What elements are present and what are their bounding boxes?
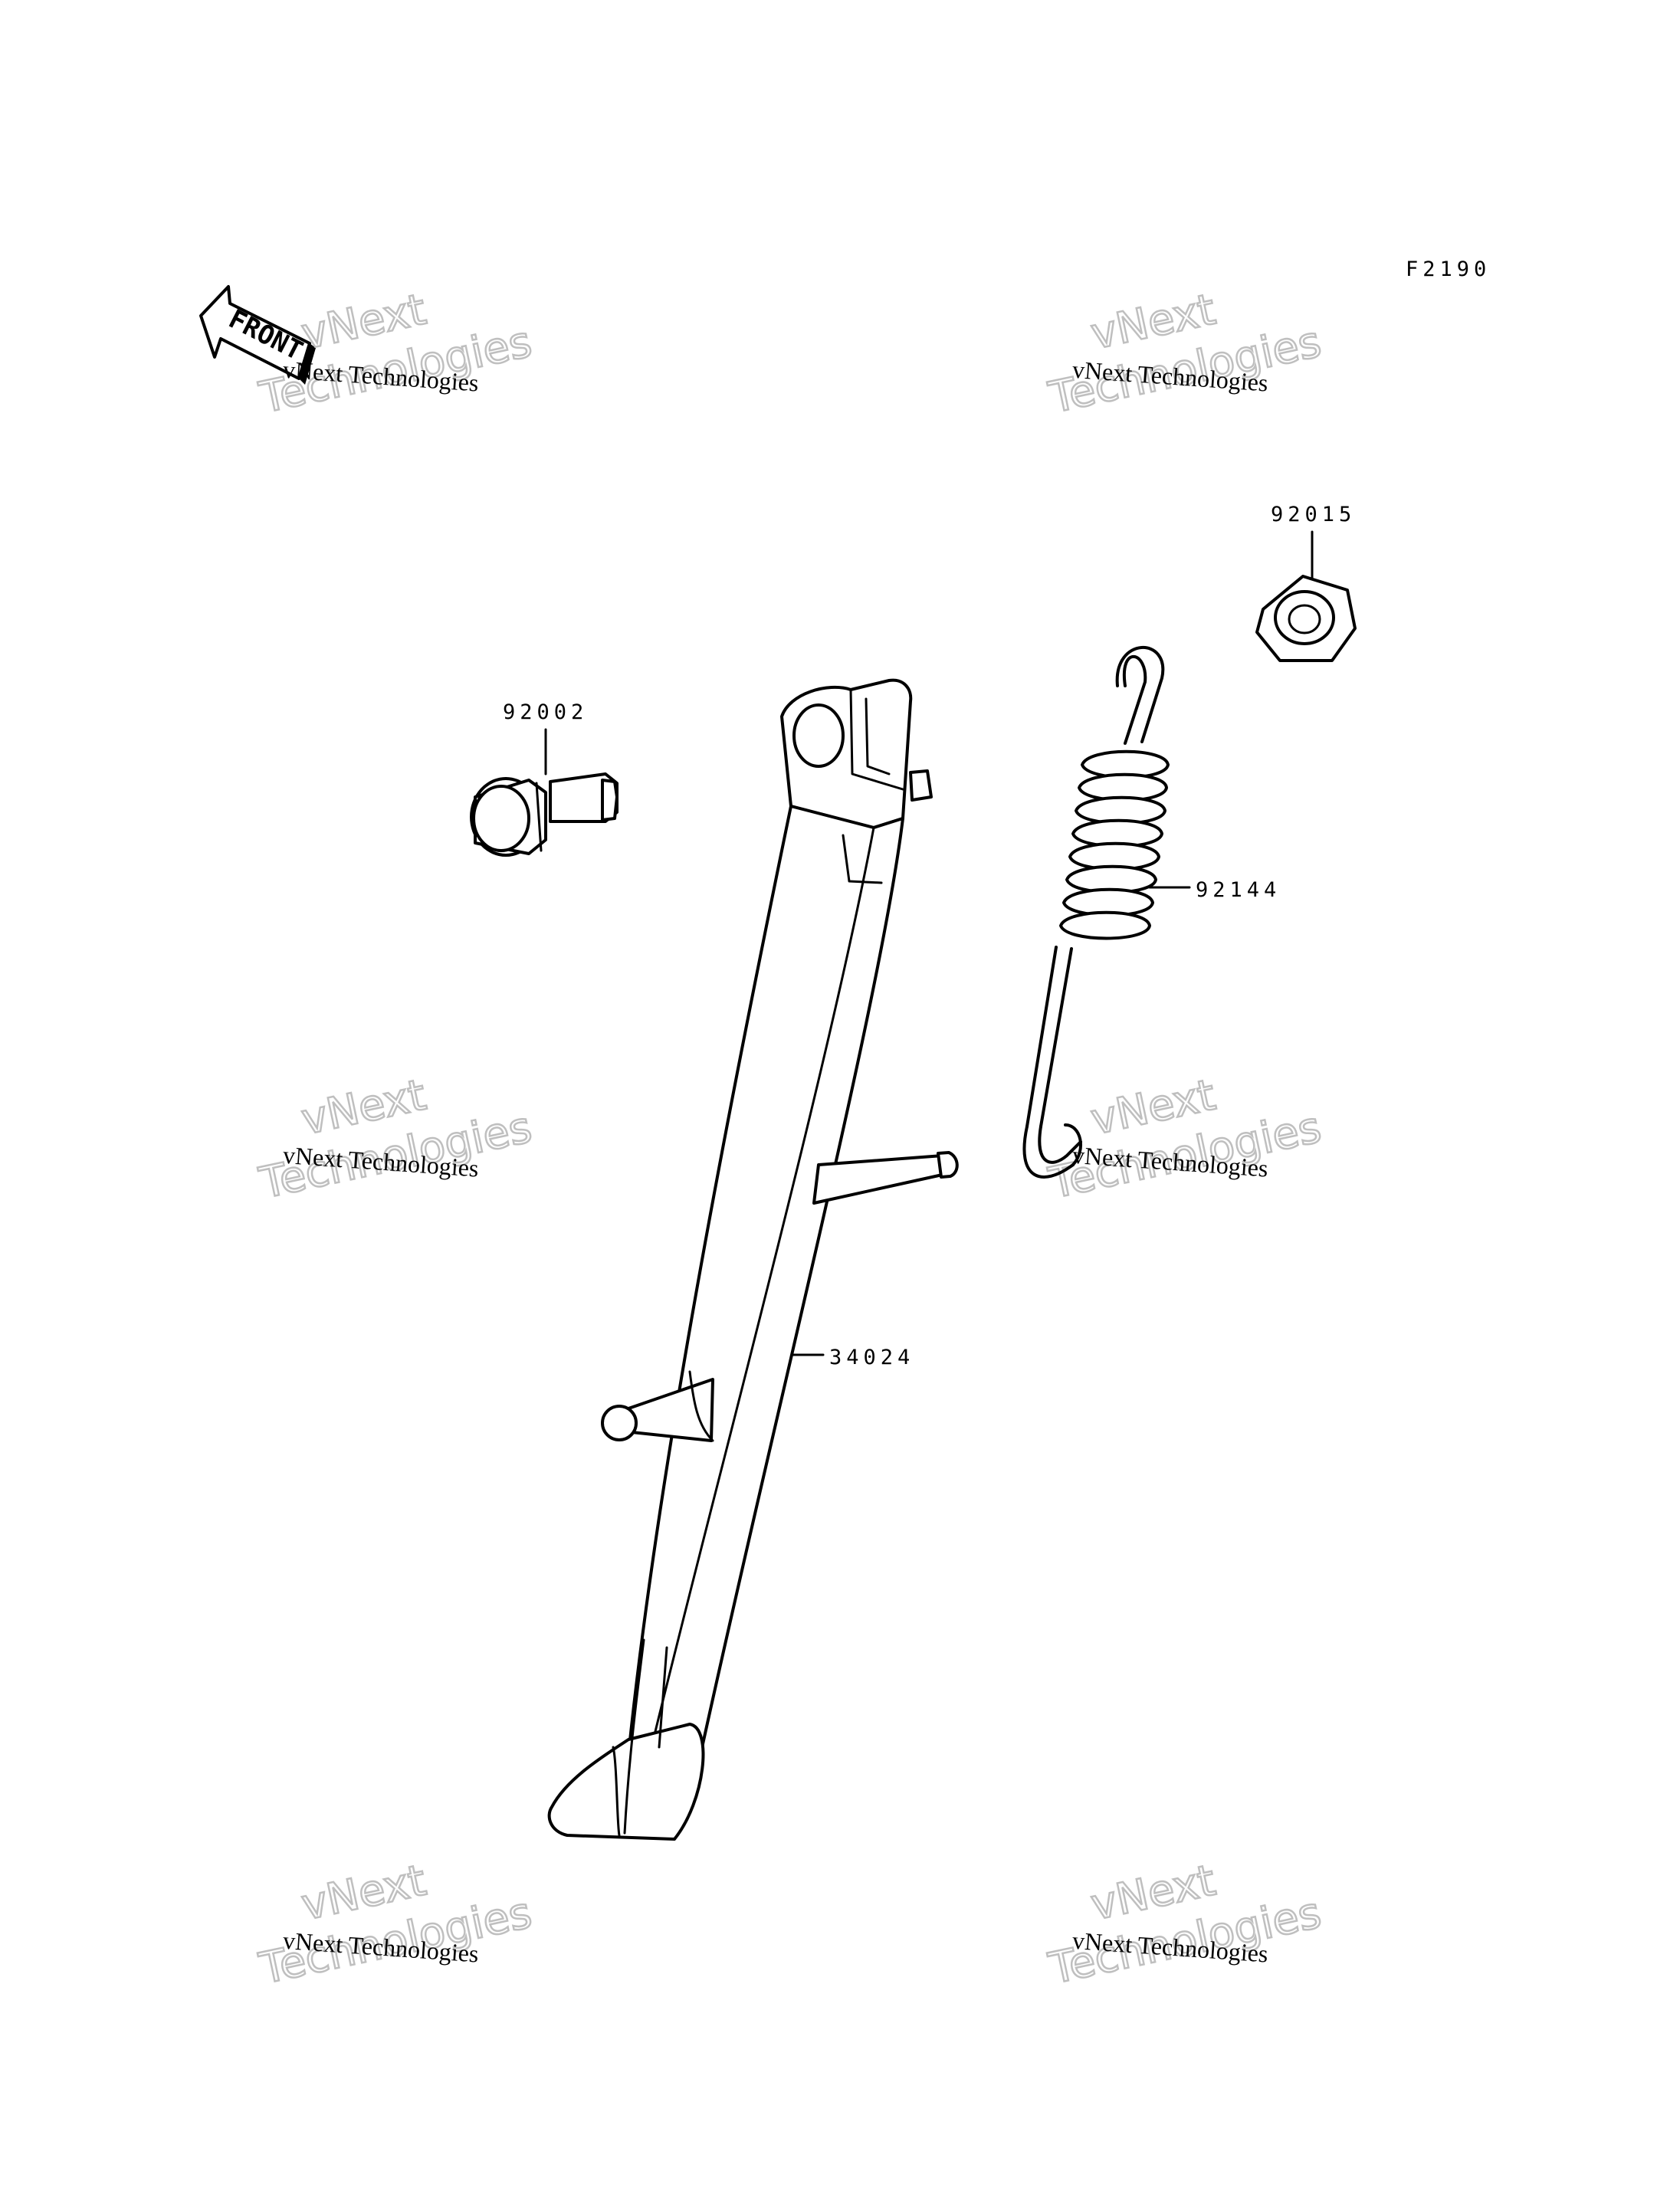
part-bolt: 92002 bbox=[470, 700, 619, 857]
watermark-mid-right: vNext Technologies vNext Technologies bbox=[1044, 1069, 1327, 1209]
spring-icon bbox=[1022, 645, 1170, 1179]
watermark-mid-left: vNext Technologies vNext Technologies bbox=[254, 1069, 537, 1209]
part-label-92144: 92144 bbox=[1196, 878, 1281, 902]
side-stand-icon bbox=[547, 678, 959, 1841]
part-nut: 92015 bbox=[1255, 503, 1357, 662]
part-spring: 92144 bbox=[1022, 645, 1281, 1179]
watermark-bottom-left: vNext Technologies vNext Technologies bbox=[254, 1854, 537, 1995]
watermark-top-right: vNext Technologies vNext Technologies bbox=[1044, 284, 1327, 424]
part-side-stand: 34024 bbox=[547, 678, 959, 1841]
bolt-icon bbox=[470, 772, 619, 857]
part-label-92015: 92015 bbox=[1271, 503, 1356, 526]
part-label-34024: 34024 bbox=[829, 1346, 914, 1369]
part-label-92002: 92002 bbox=[503, 700, 588, 724]
figure-code: F2190 bbox=[1406, 257, 1491, 281]
watermark-bottom-right: vNext Technologies vNext Technologies bbox=[1044, 1854, 1327, 1995]
